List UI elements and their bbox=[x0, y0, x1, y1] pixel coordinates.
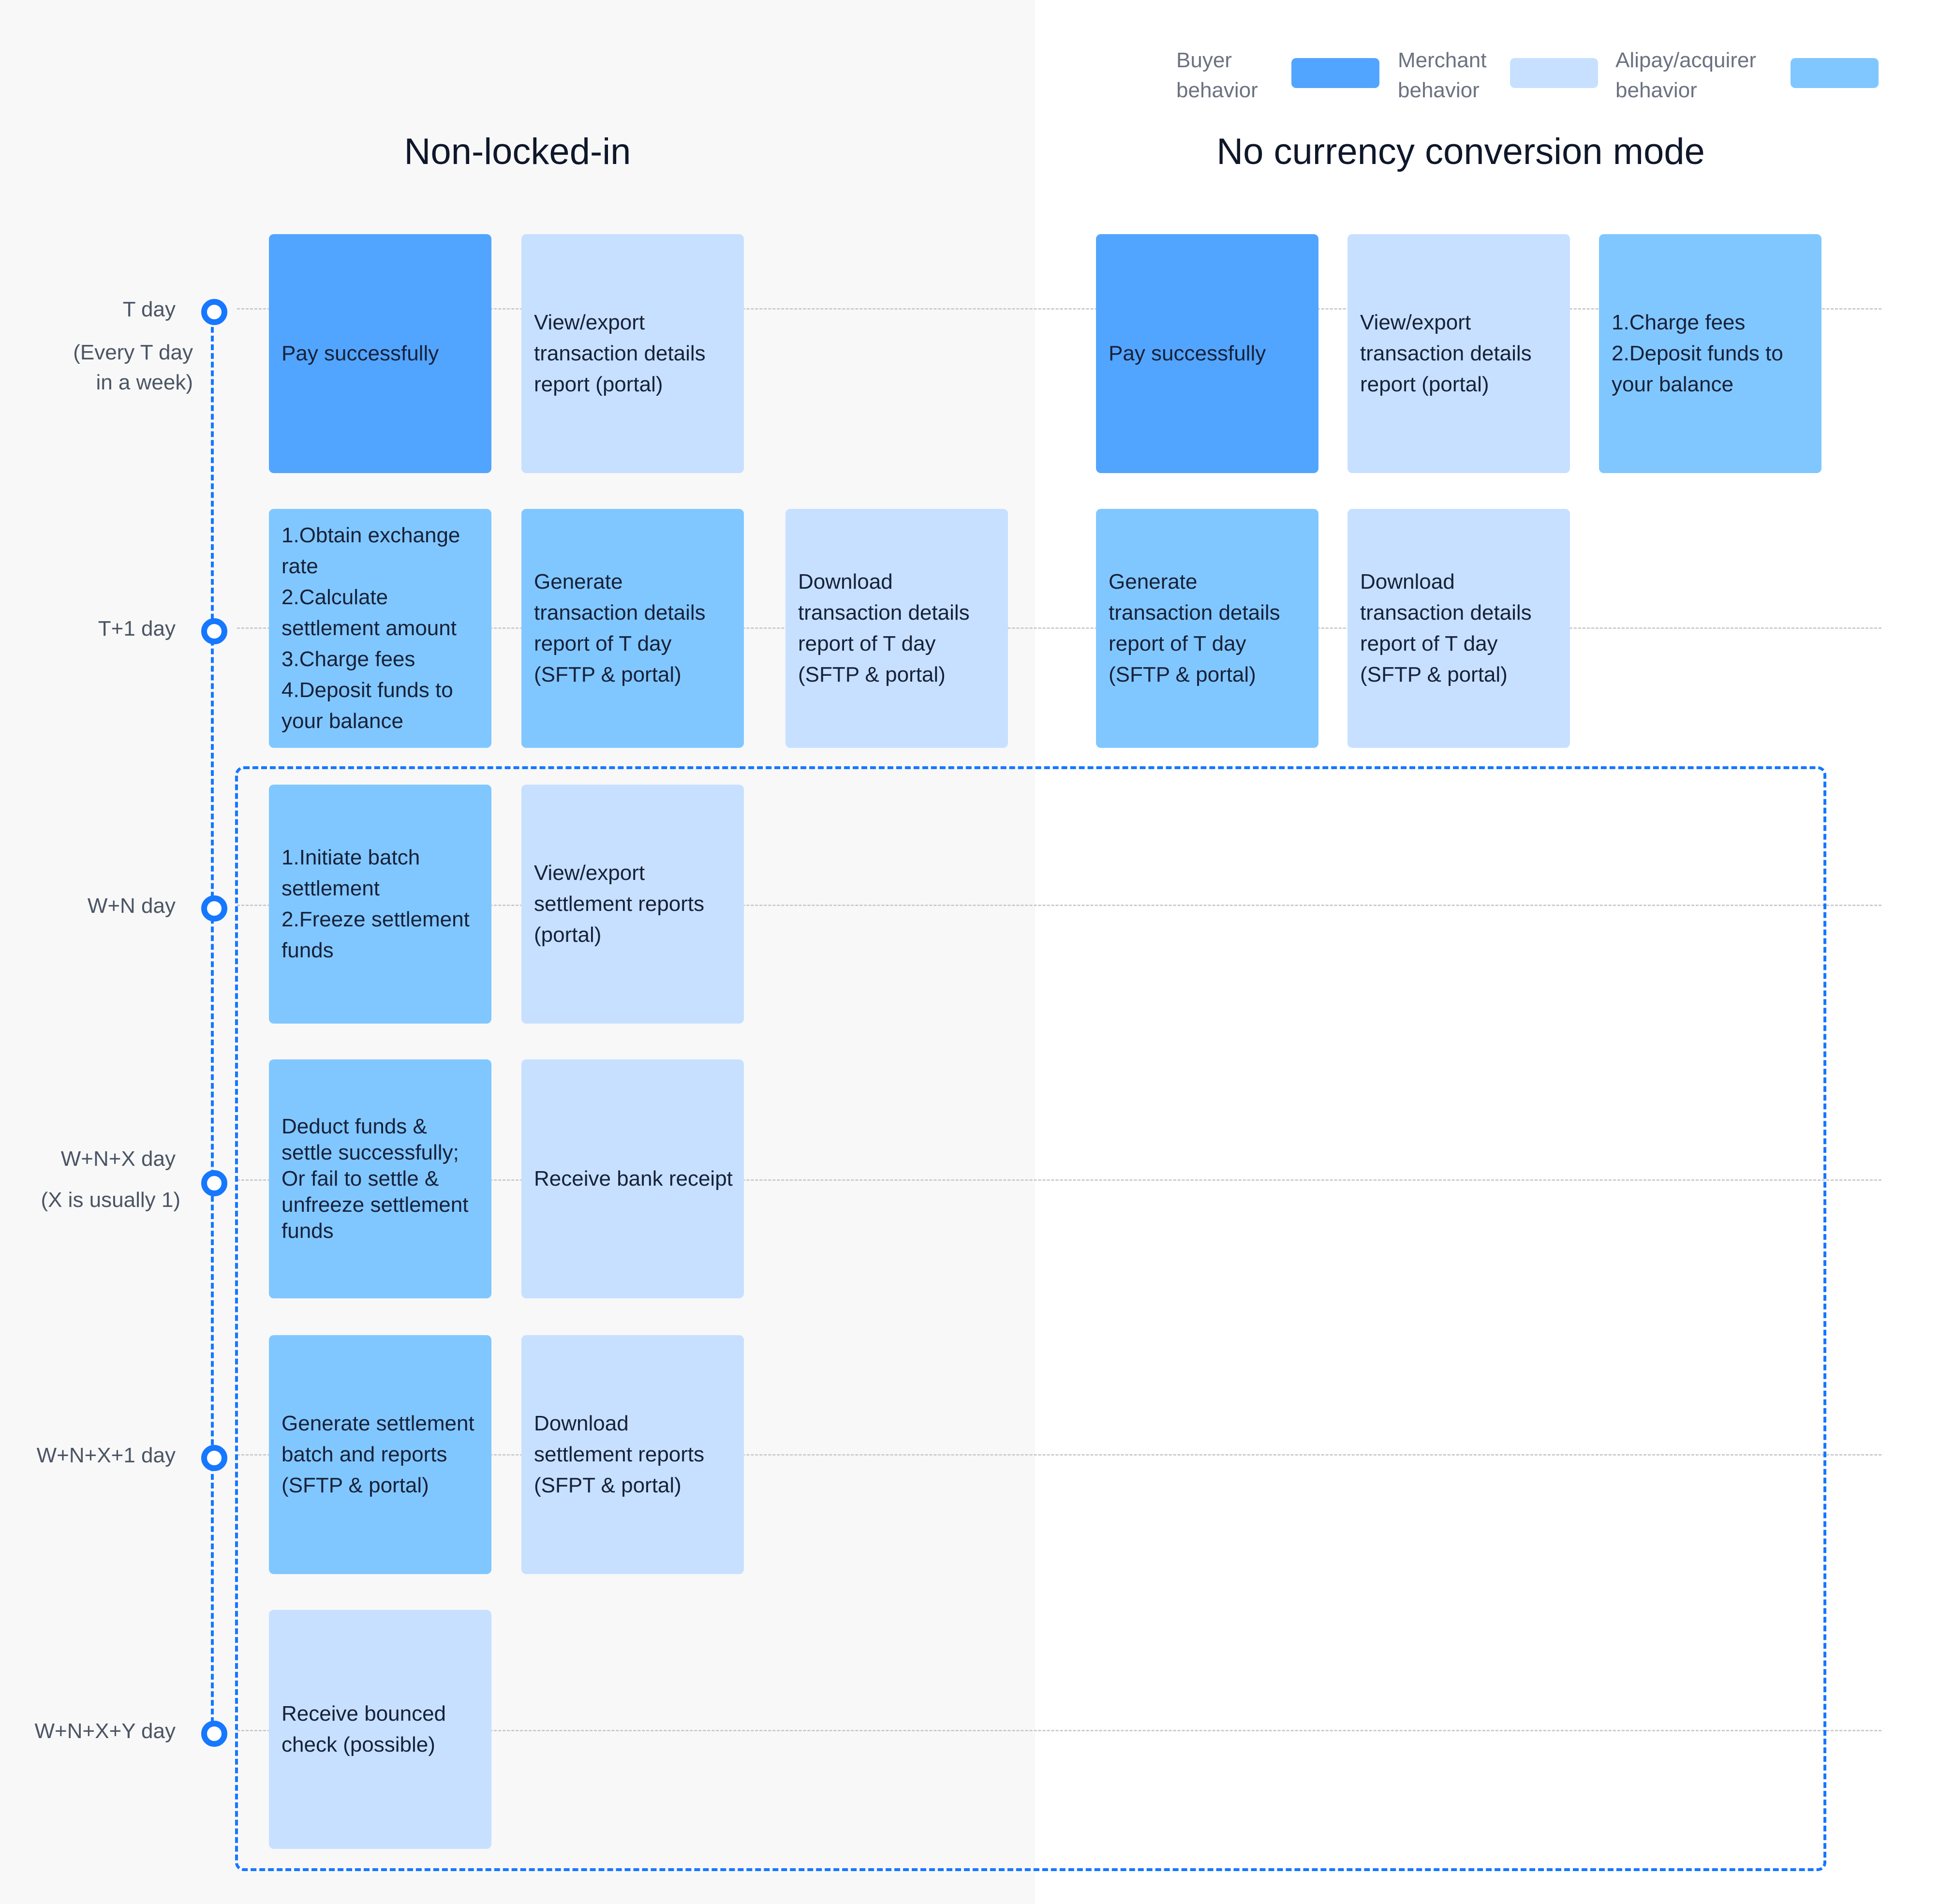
card-text: View/export transaction details report (… bbox=[534, 311, 706, 396]
day-line-wnx bbox=[237, 1179, 1881, 1181]
card-text: Pay successfully bbox=[281, 342, 439, 365]
card-left-wnxy-bounced-check: Receive bounced check (possible) bbox=[269, 1610, 491, 1849]
card-right-t1-download-report: Download transaction details report of T… bbox=[1348, 509, 1570, 748]
card-left-t-view-export: View/export transaction details report (… bbox=[521, 234, 744, 473]
day-label-wnxy: W+N+X+Y day bbox=[34, 1719, 176, 1743]
card-right-t-pay-successfully: Pay successfully bbox=[1096, 234, 1318, 473]
day-line-t1 bbox=[237, 627, 1881, 629]
day-line-wnxy bbox=[237, 1730, 1881, 1731]
card-text: Generate transaction details report of T… bbox=[1109, 570, 1280, 686]
day-label-wnx: W+N+X day bbox=[60, 1147, 176, 1171]
legend-swatch-acquirer bbox=[1791, 58, 1879, 88]
legend-label-buyer: Buyer behavior bbox=[1176, 48, 1258, 102]
card-text: Download transaction details report of T… bbox=[798, 570, 970, 686]
day-line-wn bbox=[237, 905, 1881, 906]
card-right-t1-generate-report: Generate transaction details report of T… bbox=[1096, 509, 1318, 748]
card-text: Download settlement reports (SFPT & port… bbox=[534, 1412, 705, 1497]
card-text: Deduct funds & settle successfully; Or f… bbox=[281, 1115, 469, 1243]
day-line-wnx1 bbox=[237, 1454, 1881, 1456]
settlement-group-frame bbox=[235, 766, 1826, 1871]
section-title-no-currency-conversion: No currency conversion mode bbox=[1216, 131, 1705, 172]
day-label-t1: T+1 day bbox=[98, 617, 176, 640]
day-label-wnx1: W+N+X+1 day bbox=[36, 1443, 176, 1467]
legend-swatch-buyer bbox=[1291, 58, 1379, 88]
day-line-t bbox=[237, 308, 1881, 310]
legend-label-acquirer: Alipay/acquirer behavior bbox=[1615, 48, 1757, 102]
timeline-dot-wnx bbox=[201, 1170, 227, 1196]
card-left-t1-generate-report: Generate transaction details report of T… bbox=[521, 509, 744, 748]
day-note-t: (Every T day in a week) bbox=[73, 341, 193, 394]
timeline-dot-wnx1 bbox=[201, 1445, 227, 1471]
timeline-dot-wnxy bbox=[201, 1721, 227, 1747]
legend-swatch-merchant bbox=[1510, 58, 1598, 88]
card-text: Receive bounced check (possible) bbox=[281, 1702, 446, 1756]
card-text: 1.Initiate batch settlement 2.Freeze set… bbox=[281, 846, 470, 962]
timeline-dot-t bbox=[201, 299, 227, 325]
card-text: Generate transaction details report of T… bbox=[534, 570, 706, 686]
card-text: Receive bank receipt bbox=[534, 1167, 733, 1190]
card-text: Download transaction details report of T… bbox=[1360, 570, 1532, 686]
day-label-t: T day bbox=[122, 298, 176, 321]
timeline-line bbox=[211, 310, 214, 1732]
card-left-wnx1-download-settlement: Download settlement reports (SFPT & port… bbox=[521, 1335, 744, 1574]
card-right-t-view-export: View/export transaction details report (… bbox=[1348, 234, 1570, 473]
day-label-wn: W+N day bbox=[87, 894, 176, 918]
card-text: 1.Charge fees 2.Deposit funds to your ba… bbox=[1612, 311, 1783, 396]
left-panel-background bbox=[0, 0, 1035, 1904]
card-text: View/export settlement reports (portal) bbox=[534, 861, 705, 947]
card-text: Generate settlement batch and reports (S… bbox=[281, 1412, 474, 1497]
legend-label-merchant: Merchant behavior bbox=[1398, 48, 1487, 102]
card-text: Pay successfully bbox=[1109, 342, 1266, 365]
card-left-t1-obtain-exchange-rate: 1.Obtain exchange rate 2.Calculate settl… bbox=[269, 509, 491, 748]
card-right-t-charge-fees: 1.Charge fees 2.Deposit funds to your ba… bbox=[1599, 234, 1822, 473]
card-left-t-pay-successfully: Pay successfully bbox=[269, 234, 491, 473]
card-text: 1.Obtain exchange rate 2.Calculate settl… bbox=[281, 523, 460, 733]
card-left-wnx1-generate-settlement: Generate settlement batch and reports (S… bbox=[269, 1335, 491, 1574]
card-left-wn-initiate-settlement: 1.Initiate batch settlement 2.Freeze set… bbox=[269, 785, 491, 1024]
section-title-non-locked-in: Non-locked-in bbox=[404, 131, 631, 172]
card-left-t1-download-report: Download transaction details report of T… bbox=[785, 509, 1008, 748]
timeline-dot-t1 bbox=[201, 618, 227, 644]
card-left-wn-view-settlement-reports: View/export settlement reports (portal) bbox=[521, 785, 744, 1024]
timeline-dot-wn bbox=[201, 895, 227, 922]
card-left-wnx-deduct-funds: Deduct funds & settle successfully; Or f… bbox=[269, 1059, 491, 1298]
card-text: View/export transaction details report (… bbox=[1360, 311, 1532, 396]
day-note-wnx: (X is usually 1) bbox=[41, 1188, 180, 1212]
card-left-wnx-receive-bank-receipt: Receive bank receipt bbox=[521, 1059, 744, 1298]
